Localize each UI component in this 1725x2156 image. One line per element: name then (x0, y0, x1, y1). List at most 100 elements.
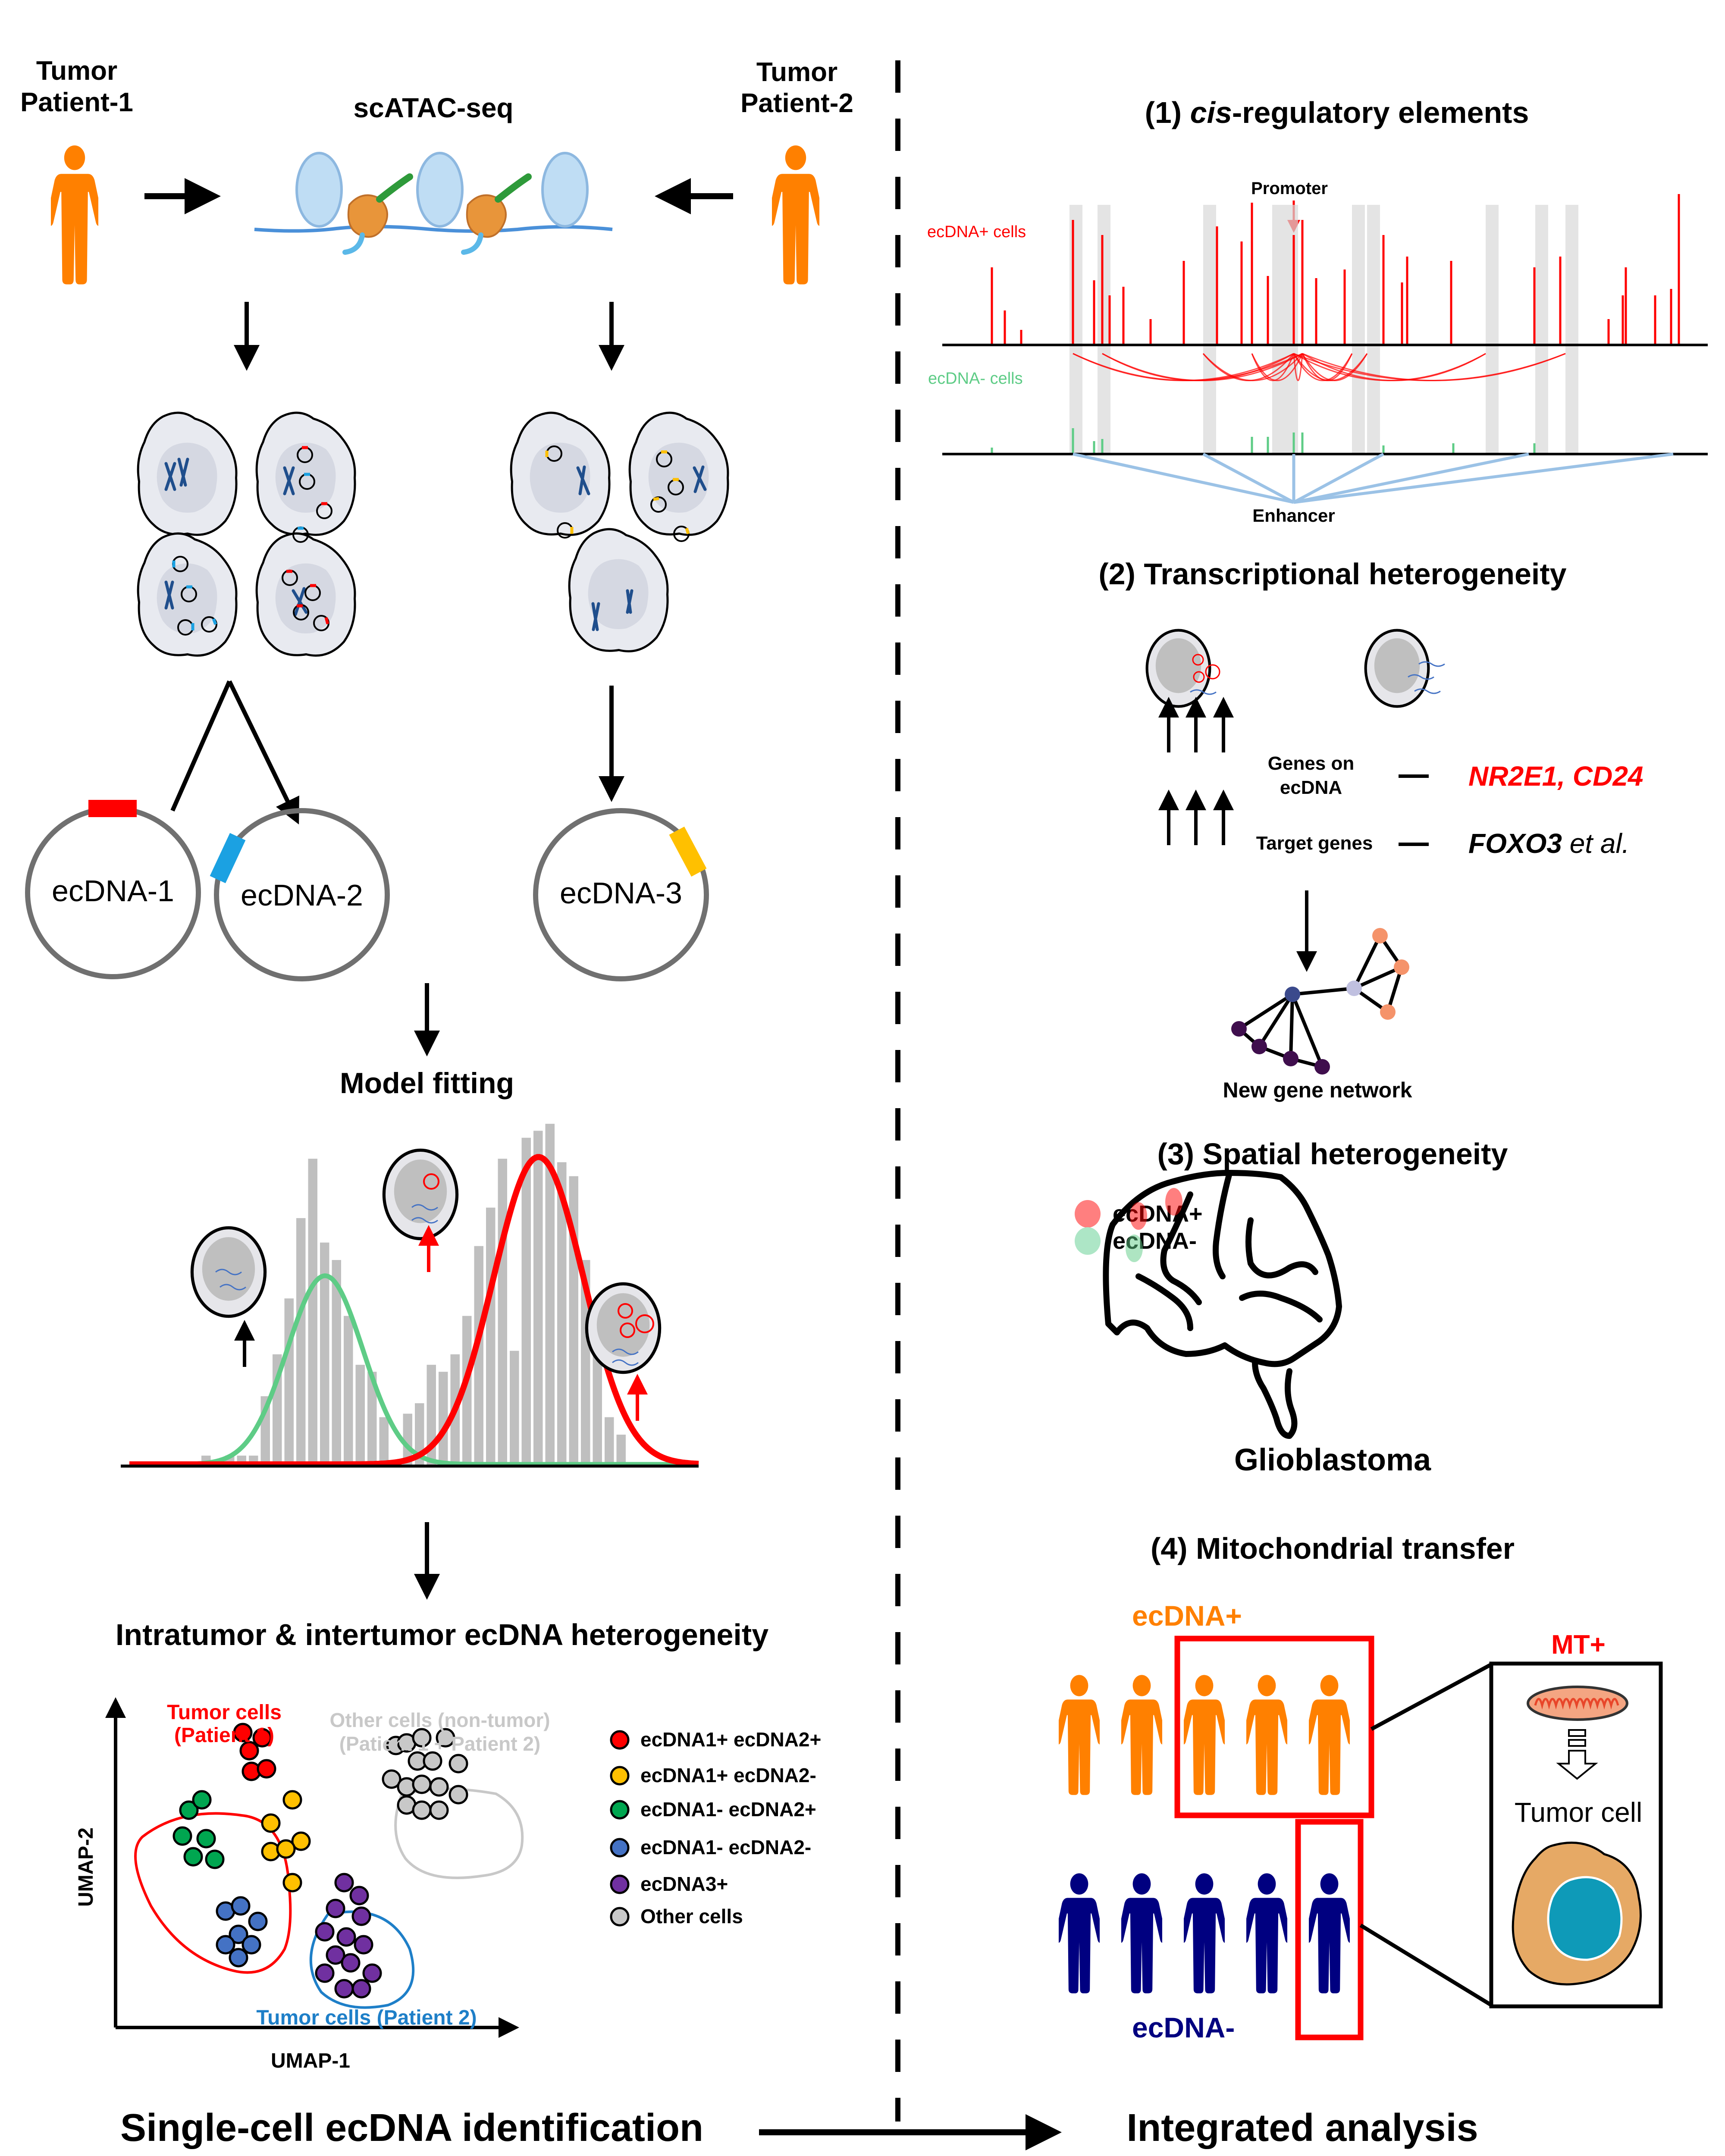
cell-multi-ecdna-icon (586, 1284, 659, 1372)
ecdna2-circle (214, 808, 390, 981)
legend-label: ecDNA1+ ecDNA2+ (640, 1728, 821, 1751)
patient1-cells (138, 413, 355, 655)
left-panel: Tumor Patient-1 scATAC-seq Tumor Patient… (20, 56, 1062, 2150)
cluster-hull-patient2 (309, 1910, 415, 2009)
brain-ecdna-neg-region (1126, 1235, 1143, 1262)
histogram-bar (462, 1316, 472, 1466)
tumor-cell-icon (1512, 1841, 1642, 1986)
ecdna2-label: ecDNA-2 (241, 878, 363, 912)
person-icon (1246, 1873, 1287, 1993)
patient1-label-line2: Patient-1 (20, 88, 133, 117)
enhancer-highlight (1352, 205, 1365, 455)
umap-point (326, 1899, 345, 1918)
cell-one-ecdna-icon (384, 1150, 457, 1238)
histogram-bar (355, 1365, 365, 1466)
umap-point (205, 1849, 225, 1869)
umap-point (429, 1777, 449, 1797)
patient1-label-line1: Tumor (36, 56, 117, 86)
umap-point (229, 1948, 248, 1968)
chromatin-loop (1251, 353, 1303, 381)
patient2-label-line2: Patient-2 (740, 88, 853, 118)
accessibility-tracks (942, 194, 1708, 504)
umap-point (412, 1800, 432, 1820)
cluster-label-patient1: (Patient 1) (174, 1724, 274, 1747)
umap-point (315, 1963, 335, 1983)
umap-point (233, 1723, 253, 1742)
umap-point (242, 1935, 261, 1955)
umap-point (354, 1935, 373, 1955)
target-genes-value: FOXO3 et al. (1468, 828, 1629, 859)
transfer-arrow-icon (1556, 1729, 1598, 1780)
legend-swatch (610, 1766, 630, 1786)
umap-point (326, 1945, 345, 1965)
ecdna-negative-patients (1059, 1873, 1350, 1993)
umap-point (315, 1922, 335, 1942)
tumor-cell-label: Tumor cell (1515, 1797, 1642, 1828)
histogram-bar (521, 1138, 531, 1466)
zoom-connector-top (1370, 1663, 1493, 1731)
enhancer-highlight (1203, 205, 1216, 455)
group-ecdna-pos-label: ecDNA+ (1132, 1600, 1242, 1632)
histogram-bar (344, 1316, 353, 1466)
histogram-bar (486, 1207, 496, 1466)
umap-point (183, 1847, 203, 1867)
umap-point (282, 1790, 302, 1810)
histogram-bar (284, 1298, 294, 1466)
person-icon (1059, 1675, 1100, 1795)
legend-label: ecDNA1- ecDNA2+ (640, 1798, 816, 1821)
chromatin-loop (1102, 353, 1303, 381)
enhancer-label: Enhancer (1252, 505, 1335, 526)
ecdna3-segment (669, 827, 707, 877)
umap-point (334, 1873, 354, 1893)
umap-point (423, 1751, 442, 1771)
group-ecdna-neg-label: ecDNA- (1132, 2012, 1235, 2043)
umap-point (239, 1741, 259, 1761)
person-icon (1184, 1873, 1225, 1993)
umap-point (229, 1924, 248, 1944)
cell-ecdna-negative-icon (1366, 630, 1445, 707)
person-icon (1121, 1675, 1162, 1795)
histogram-bar (498, 1159, 507, 1466)
umap-point (282, 1873, 302, 1893)
umap-y-label: UMAP-2 (75, 1827, 97, 1907)
histogram-bar (605, 1417, 614, 1466)
patient2-label-line1: Tumor (756, 57, 837, 87)
person-icon (1309, 1675, 1350, 1795)
target-genes-label: Target genes (1256, 833, 1373, 854)
network-label: New gene network (1223, 1078, 1412, 1102)
enhancer-highlight (1565, 205, 1578, 455)
umap-point (349, 1886, 369, 1905)
umap-point (179, 1800, 199, 1820)
histogram-bar (533, 1131, 543, 1466)
glioblastoma-label: Glioblastoma (1234, 1443, 1431, 1477)
umap-point (448, 1785, 468, 1805)
enhancer-pointer (1293, 452, 1529, 504)
umap-point (448, 1754, 468, 1774)
person-icon (1059, 1873, 1100, 1993)
legend-label: Other cells (640, 1905, 743, 1927)
umap-point (216, 1935, 235, 1955)
section4-title: (4) Mitochondrial transfer (1151, 1532, 1515, 1565)
ecdna2-segment (210, 833, 246, 884)
legend-swatch (610, 1838, 630, 1858)
enhancer-highlight (1486, 205, 1499, 455)
histogram-bar (545, 1124, 555, 1466)
ecdna-positive-patients (1059, 1675, 1350, 1795)
ecdna3-label: ecDNA-3 (560, 876, 682, 910)
legend-swatch (610, 1907, 630, 1927)
chromatin-loop (1302, 353, 1486, 381)
enhancer-pointer (1293, 452, 1384, 504)
legend-ecdna-pos-dot (1075, 1200, 1101, 1228)
histogram-bar (308, 1159, 317, 1466)
umap-point (252, 1728, 272, 1748)
patient2-person-icon (772, 145, 819, 285)
ecdna3-circle (533, 808, 709, 981)
histogram-bar (332, 1260, 341, 1466)
nucleosome-icon (254, 152, 613, 255)
footer-right-label: Integrated analysis (1126, 2106, 1478, 2150)
section3-title: (3) Spatial heterogeneity (1157, 1137, 1508, 1171)
umap-point (196, 1829, 216, 1849)
chromatin-loop (1302, 353, 1368, 381)
person-icon (1121, 1873, 1162, 1993)
